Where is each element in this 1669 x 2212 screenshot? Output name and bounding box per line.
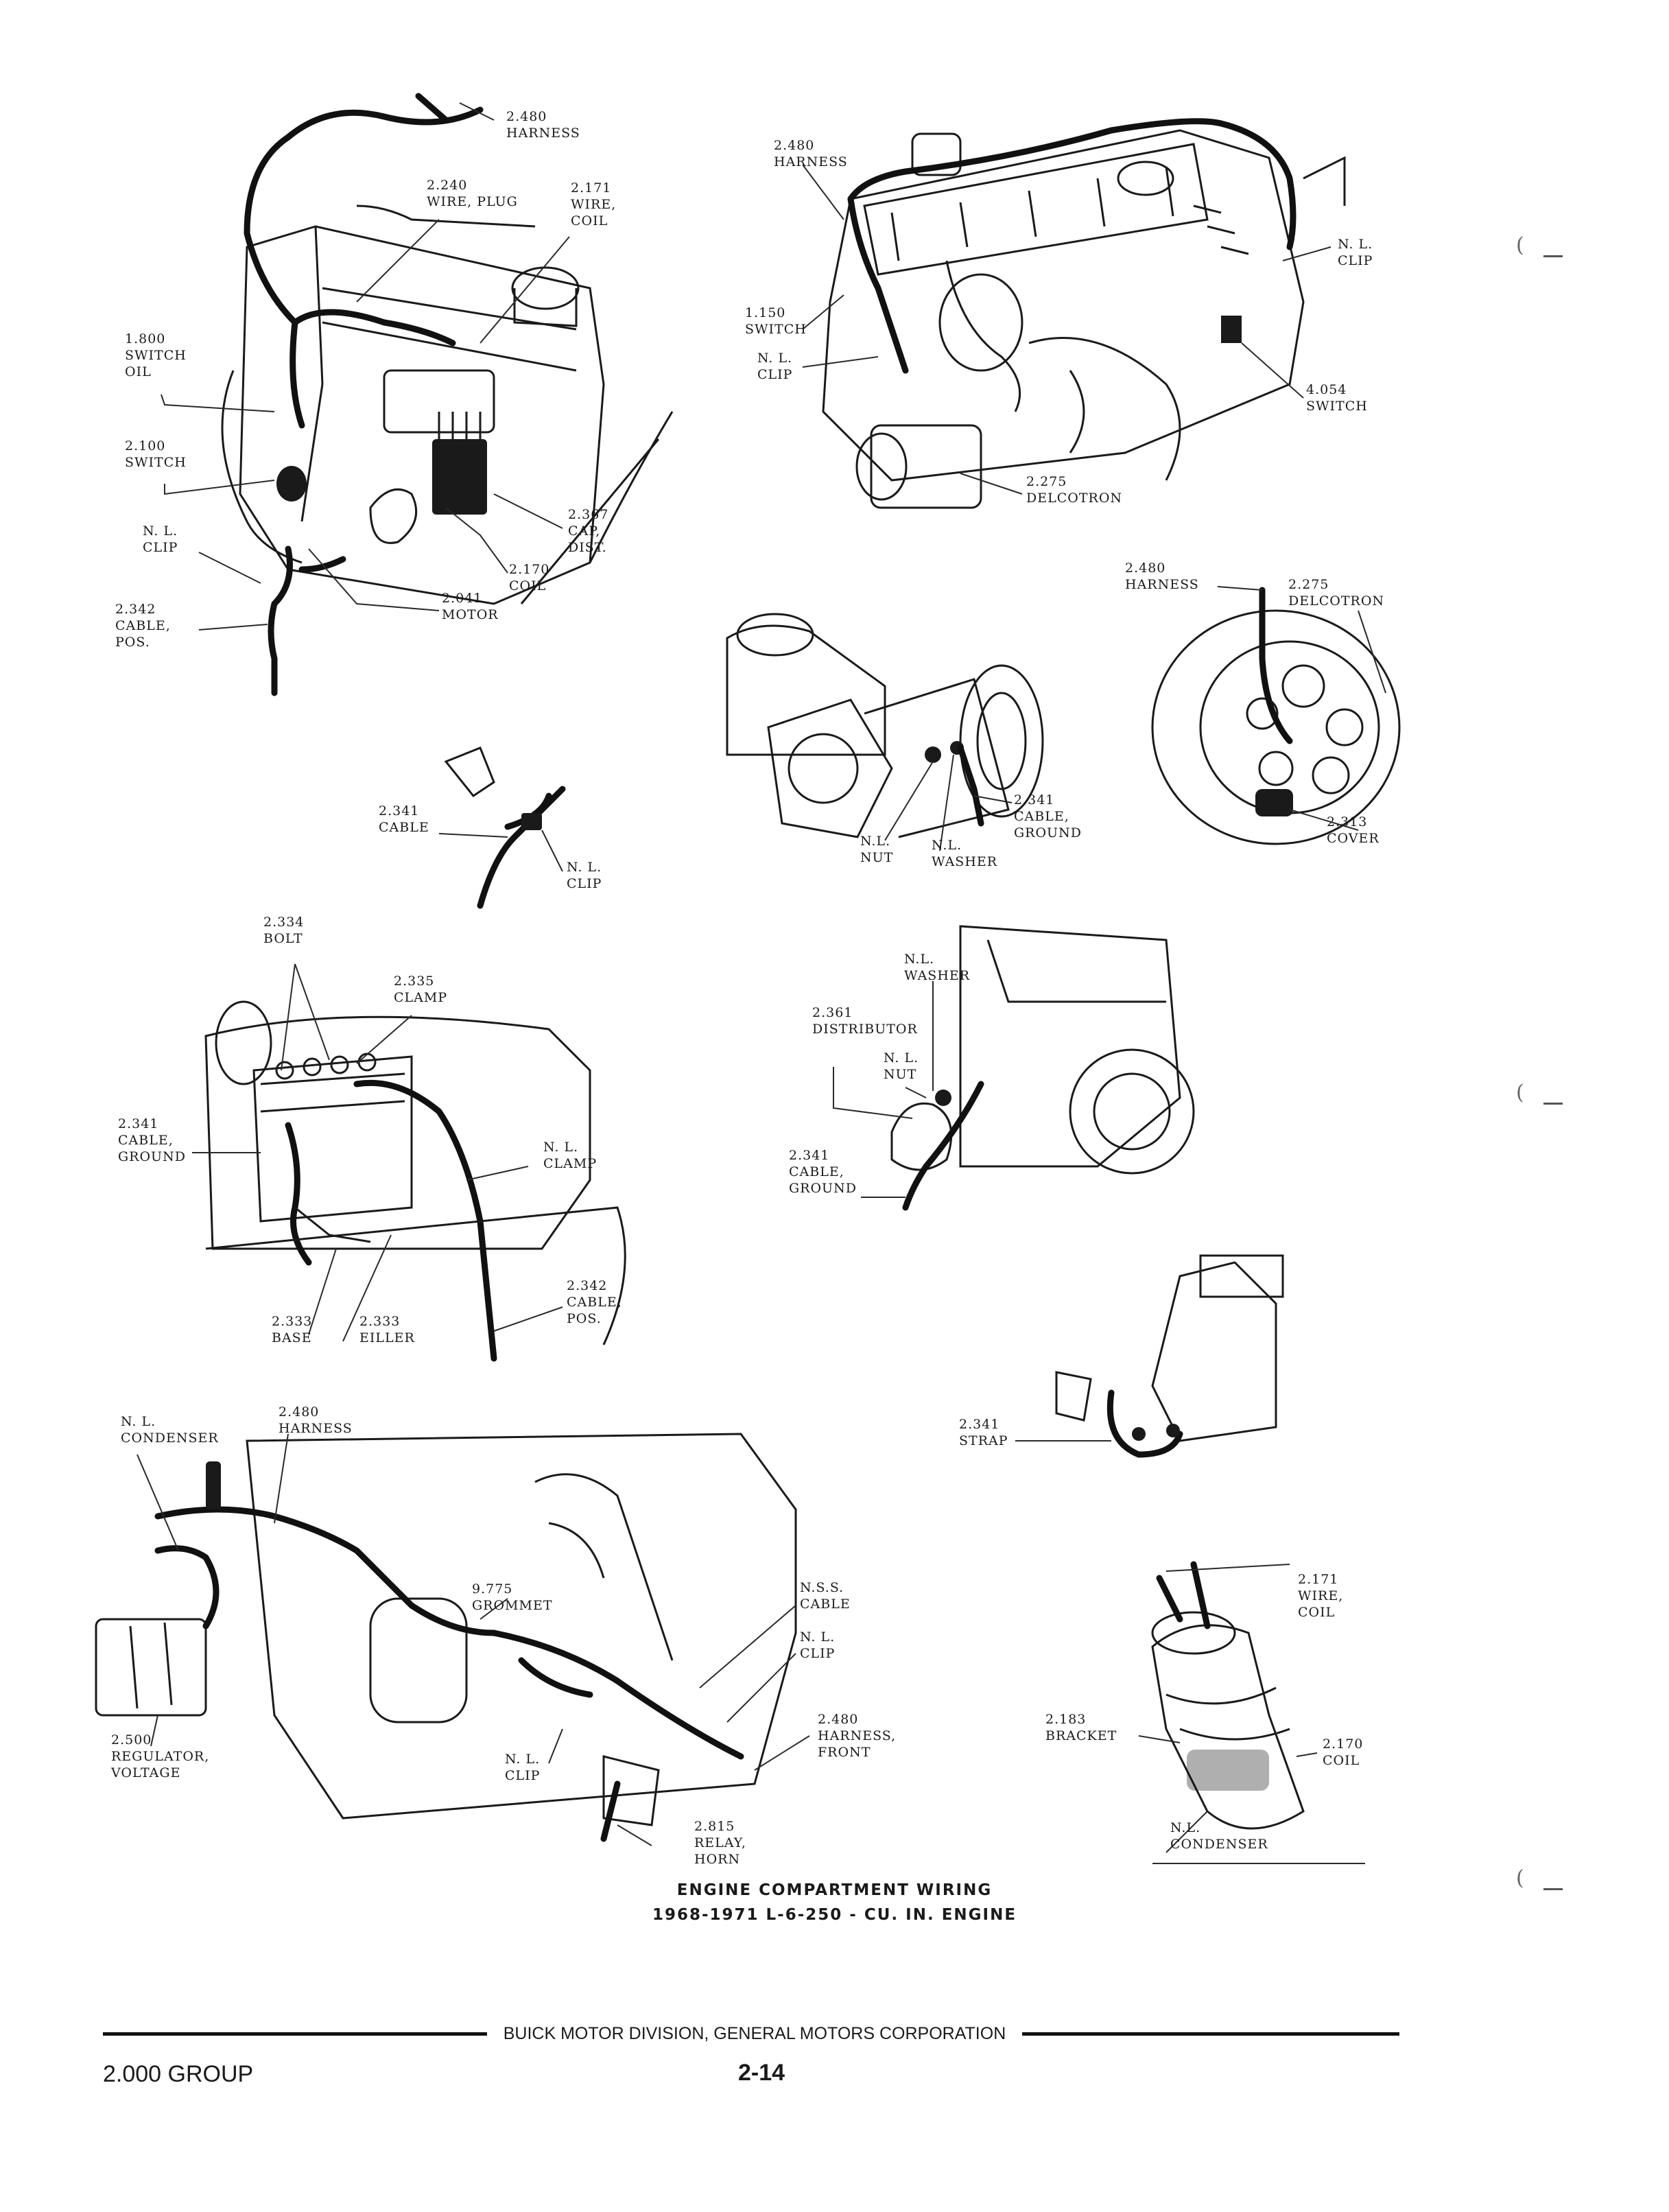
- label-delcotron-top-right: 2.275 DELCOTRON: [1026, 474, 1123, 506]
- label-clip-cable-detail: N. L. CLIP: [567, 860, 602, 891]
- label-battery-cable-pos: 2.342 CABLE, POS.: [567, 1278, 622, 1326]
- margin-dash-2: [1543, 1103, 1563, 1105]
- label-distributor-cable-ground: 2.341 CABLE, GROUND: [789, 1148, 857, 1196]
- label-nss-cable: N.S.S. CABLE: [800, 1580, 851, 1612]
- label-battery-bolt: 2.334 BOLT: [263, 915, 305, 946]
- starter-motor-detail: [726, 613, 1044, 838]
- label-wire-coil-top-left: 2.171 WIRE, COIL: [571, 180, 617, 228]
- diagram-caption-line-1: ENGINE COMPARTMENT WIRING: [676, 1881, 993, 1899]
- coil-assembly-detail: [1151, 1561, 1305, 1830]
- label-clip-top-right-left: N. L. CLIP: [757, 351, 793, 382]
- margin-dash-3: [1543, 1888, 1563, 1890]
- label-coil-bracket: 2.183 BRACKET: [1045, 1712, 1117, 1743]
- label-motor: 2.041 MOTOR: [442, 591, 499, 622]
- label-clip-bottom-right: N. L. CLIP: [800, 1629, 836, 1661]
- footer-publisher: BUICK MOTOR DIVISION, GENERAL MOTORS COR…: [503, 2024, 1006, 2043]
- label-switch-2100: 2.100 SWITCH: [125, 438, 187, 470]
- strap-detail: [1055, 1254, 1284, 1458]
- label-switch-4054: 4.054 SWITCH: [1306, 382, 1368, 414]
- top-left-engine-view: [221, 93, 674, 696]
- footer-rule-right: [1022, 2032, 1399, 2036]
- top-right-engine-view: [822, 118, 1346, 509]
- label-clip-bottom-middle: N. L. CLIP: [505, 1752, 541, 1783]
- label-top-right-harness: 2.480 HARNESS: [774, 138, 848, 169]
- label-battery-cable-ground: 2.341 CABLE, GROUND: [118, 1116, 186, 1164]
- label-battery-filler: 2.333 EILLER: [359, 1314, 415, 1345]
- label-distributor-washer: N.L. WASHER: [904, 952, 971, 983]
- margin-dash-1: [1543, 255, 1563, 257]
- cable-clip-detail: [444, 746, 566, 909]
- label-starter-cable-ground: 2.341 CABLE, GROUND: [1014, 792, 1082, 840]
- label-relay-horn: 2.815 RELAY, HORN: [694, 1819, 746, 1867]
- footer-rule-left: [103, 2032, 487, 2036]
- label-clip-top-right-right: N. L. CLIP: [1338, 237, 1373, 268]
- label-harness-bottom-left: 2.480 HARNESS: [279, 1404, 353, 1436]
- label-grommet: 9.775 GROMMET: [472, 1581, 553, 1613]
- label-distributor-nut: N. L. NUT: [884, 1050, 919, 1082]
- label-wire-plug: 2.240 WIRE, PLUG: [427, 178, 518, 209]
- label-switch-1150: 1.150 SWITCH: [745, 305, 807, 337]
- diagram-caption-line-2: 1968-1971 L-6-250 - CU. IN. ENGINE: [652, 1906, 1017, 1924]
- label-strap: 2.341 STRAP: [959, 1417, 1008, 1448]
- distributor-detail: [890, 925, 1195, 1211]
- label-distributor: 2.361 DISTRIBUTOR: [812, 1005, 918, 1037]
- label-cable-pos-top-left: 2.342 CABLE, POS.: [115, 602, 171, 650]
- margin-mark-3: (: [1516, 1866, 1524, 1890]
- label-clip-top-left: N. L. CLIP: [143, 523, 178, 555]
- label-top-left-harness: 2.480 HARNESS: [506, 109, 580, 141]
- battery-detail: [204, 1000, 626, 1362]
- label-battery-base: 2.333 BASE: [272, 1314, 313, 1345]
- alternator-detail: [1151, 587, 1401, 845]
- label-battery-nl-clamp: N. L. CLAMP: [543, 1140, 597, 1171]
- label-starter-washer: N.L. WASHER: [932, 838, 998, 869]
- margin-mark-2: (: [1516, 1081, 1524, 1105]
- label-harness-front: 2.480 HARNESS, FRONT: [818, 1712, 897, 1760]
- label-cap-dist: 2.367 CAP, DIST.: [568, 507, 609, 555]
- bottom-left-compartment-view: [95, 1433, 797, 1842]
- label-cable-2341: 2.341 CABLE: [379, 803, 429, 835]
- label-condenser-bottom-left: N. L. CONDENSER: [121, 1414, 219, 1446]
- label-starter-nut: N.L. NUT: [860, 834, 894, 865]
- label-alternator-delcotron: 2.275 DELCOTRON: [1288, 577, 1385, 609]
- margin-mark-1: (: [1516, 233, 1524, 257]
- footer-page-number: 2-14: [737, 2060, 785, 2086]
- label-battery-clamp: 2.335 CLAMP: [394, 974, 448, 1005]
- label-coil-wire: 2.171 WIRE, COIL: [1298, 1572, 1344, 1620]
- label-alternator-cover: 2.313 COVER: [1327, 814, 1380, 846]
- footer-group: 2.000 GROUP: [103, 2061, 254, 2087]
- label-switch-oil: 1.800 SWITCH OIL: [125, 331, 187, 379]
- leader-lines: [137, 102, 1386, 1864]
- label-regulator-voltage: 2.500 REGULATOR, VOLTAGE: [111, 1732, 210, 1780]
- label-coil-top-left: 2.170 COIL: [509, 562, 550, 593]
- label-alternator-harness: 2.480 HARNESS: [1125, 561, 1199, 592]
- label-coil-condenser: N.L. CONDENSER: [1170, 1820, 1268, 1852]
- label-coil-coil: 2.170 COIL: [1323, 1737, 1364, 1768]
